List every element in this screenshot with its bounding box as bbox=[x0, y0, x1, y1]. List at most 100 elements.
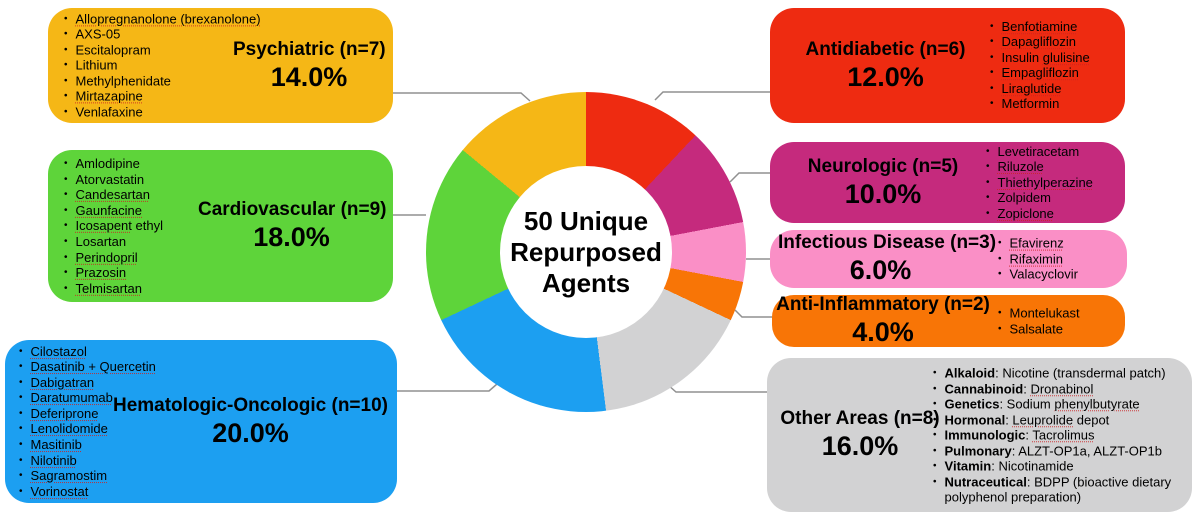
list-item: • Insulin glulisine bbox=[990, 50, 1090, 66]
list-item: •Cannabinoid: Dronabinol bbox=[933, 381, 1182, 397]
drug-name: Riluzole bbox=[997, 159, 1044, 175]
list-item: • Riluzole bbox=[986, 159, 1093, 175]
list-item: •Valacyclovir bbox=[998, 267, 1078, 283]
drug-name: Dabigatran bbox=[30, 374, 95, 390]
drug-name: Prazosin bbox=[75, 264, 127, 280]
bullet-icon: • bbox=[990, 36, 994, 48]
bullet-icon: • bbox=[990, 51, 994, 63]
bullet-icon: • bbox=[64, 282, 68, 294]
bullet-icon: • bbox=[64, 266, 68, 278]
bullet-icon: • bbox=[986, 176, 990, 188]
category-title: Hematologic-Oncologic (n=10) bbox=[112, 394, 388, 416]
list-item: •AXS-05 bbox=[64, 27, 261, 43]
bullet-icon: • bbox=[986, 192, 990, 204]
list-item: • Thiethylperazine bbox=[986, 175, 1093, 191]
drug-list-other-areas: •Alkaloid: Nicotine (transdermal patch)•… bbox=[933, 365, 1182, 505]
category-title: Antidiabetic (n=6) bbox=[805, 38, 966, 60]
category-box-cardiovascular: •Amlodipine•Atorvastatin•Candesartan•Gau… bbox=[48, 150, 393, 302]
category-box-psychiatric: •Allopregnanolone (brexanolone)•AXS-05•E… bbox=[48, 8, 393, 123]
list-item: •Methylphenidate bbox=[64, 73, 261, 89]
drug-list-antidiabetic: •Benfotiamine•Dapagliflozin•Insulin glul… bbox=[990, 19, 1090, 113]
category-percentage: 4.0% bbox=[852, 317, 914, 347]
list-item: •Perindopril bbox=[64, 249, 163, 265]
drug-name: Empagliflozin bbox=[1001, 65, 1079, 81]
list-item: •Icosapent ethyl bbox=[64, 218, 163, 234]
category-label-infectious-disease: Infectious Disease (n=3) 6.0% bbox=[778, 232, 997, 286]
category-label-psychiatric: Psychiatric (n=7) 14.0% bbox=[233, 39, 386, 93]
connector-other bbox=[666, 383, 767, 393]
category-label-neurologic: Neurologic (n=5) 10.0% bbox=[778, 156, 988, 210]
drug-name: Mirtazapine bbox=[75, 88, 143, 104]
category-label-antidiabetic: Antidiabetic (n=6) 12.0% bbox=[778, 39, 993, 93]
drug-name: Lithium bbox=[75, 57, 118, 73]
category-percentage: 18.0% bbox=[253, 222, 330, 252]
list-item: •Alkaloid: Nicotine (transdermal patch) bbox=[933, 365, 1182, 381]
list-item: •Zopiclone bbox=[986, 206, 1093, 222]
category-title: Anti-Inflammatory (n=2) bbox=[776, 294, 990, 315]
drug-name: Salsalate bbox=[1009, 321, 1063, 336]
bullet-icon: • bbox=[933, 398, 937, 410]
bullet-icon: • bbox=[986, 161, 990, 173]
drug-name: Pulmonary: ALZT-OP1a, ALZT-OP1b bbox=[944, 442, 1162, 458]
category-box-neurologic: Neurologic (n=5) 10.0% • Levetiracetam • Ri… bbox=[770, 142, 1125, 223]
bullet-icon: • bbox=[64, 157, 68, 169]
drug-name: Daratumumab bbox=[30, 390, 113, 406]
list-item: •Dasatinib + Quercetin bbox=[19, 359, 156, 375]
bullet-icon: • bbox=[64, 251, 68, 263]
drug-name: Venlafaxine bbox=[75, 104, 143, 120]
bullet-icon: • bbox=[19, 470, 23, 482]
drug-name: Montelukast bbox=[1009, 305, 1080, 321]
bullet-icon: • bbox=[986, 207, 990, 219]
bullet-icon: • bbox=[64, 12, 68, 24]
bullet-icon: • bbox=[998, 307, 1002, 319]
bullet-icon: • bbox=[64, 44, 68, 56]
drug-name: Thiethylperazine bbox=[997, 174, 1093, 190]
category-box-infectious-disease: Infectious Disease (n=3) 6.0% •Efavirenz… bbox=[770, 230, 1127, 288]
connector-neurologic bbox=[729, 172, 770, 183]
bullet-icon: • bbox=[933, 460, 937, 472]
list-item: •Hormonal: Leuprolide depot bbox=[933, 412, 1182, 428]
category-box-anti-inflammatory: Anti-Inflammatory (n=2) 4.0% • Montelukas… bbox=[772, 294, 1125, 347]
drug-name: Deferiprone bbox=[30, 405, 99, 421]
list-item: •Allopregnanolone (brexanolone) bbox=[64, 11, 261, 27]
drug-name: Liraglutide bbox=[1001, 81, 1062, 97]
list-item: •Candesartan bbox=[64, 187, 163, 203]
list-item: •Gaunfacine bbox=[64, 203, 163, 219]
list-item: •Immunologic: Tacrolimus bbox=[933, 427, 1182, 443]
bullet-icon: • bbox=[19, 423, 23, 435]
category-title: Infectious Disease (n=3) bbox=[778, 232, 997, 253]
drug-name: Cannabinoid: Dronabinol bbox=[944, 380, 1094, 396]
list-item: •Lenolidomide bbox=[19, 422, 156, 438]
drug-name: Escitalopram bbox=[75, 42, 151, 58]
drug-name: Amlodipine bbox=[75, 155, 140, 171]
category-title: Other Areas (n=8) bbox=[780, 408, 940, 429]
list-item: •Lithium bbox=[64, 58, 261, 74]
connector-antiinflammatory bbox=[734, 309, 772, 318]
bullet-icon: • bbox=[64, 75, 68, 87]
category-percentage: 20.0% bbox=[212, 417, 289, 448]
drug-name: Masitinib bbox=[30, 437, 82, 453]
drug-list-neurologic: • Levetiracetam • Riluzole • Thiethylperazine… bbox=[986, 144, 1093, 222]
category-label-hematologic-oncologic: Hematologic-Oncologic (n=10) 20.0% bbox=[110, 395, 391, 449]
center-label-line: Repurposed bbox=[510, 236, 662, 267]
category-label-cardiovascular: Cardiovascular (n=9) 18.0% bbox=[198, 199, 387, 253]
drug-name: Levetiracetam bbox=[997, 143, 1080, 159]
list-item: •Vorinostat bbox=[19, 484, 156, 500]
bullet-icon: • bbox=[998, 253, 1002, 265]
bullet-icon: • bbox=[998, 268, 1002, 280]
list-item: •Masitinib bbox=[19, 437, 156, 453]
bullet-icon: • bbox=[933, 429, 937, 441]
bullet-icon: • bbox=[998, 323, 1002, 334]
category-box-other-areas: Other Areas (n=8) 16.0% •Alkaloid: Nicot… bbox=[767, 358, 1192, 512]
drug-name: Gaunfacine bbox=[75, 202, 143, 218]
list-item: •Empagliflozin bbox=[990, 66, 1090, 82]
list-item: •Cilostazol bbox=[19, 344, 156, 360]
category-box-antidiabetic: Antidiabetic (n=6) 12.0% •Benfotiamine•D… bbox=[770, 8, 1125, 123]
category-percentage: 10.0% bbox=[844, 178, 922, 209]
bullet-icon: • bbox=[64, 173, 68, 185]
category-percentage: 14.0% bbox=[270, 61, 348, 92]
list-item: •Venlafaxine bbox=[64, 104, 261, 120]
list-item: • Prazosin bbox=[64, 265, 163, 281]
drug-name: Insulin glulisine bbox=[1001, 49, 1090, 65]
